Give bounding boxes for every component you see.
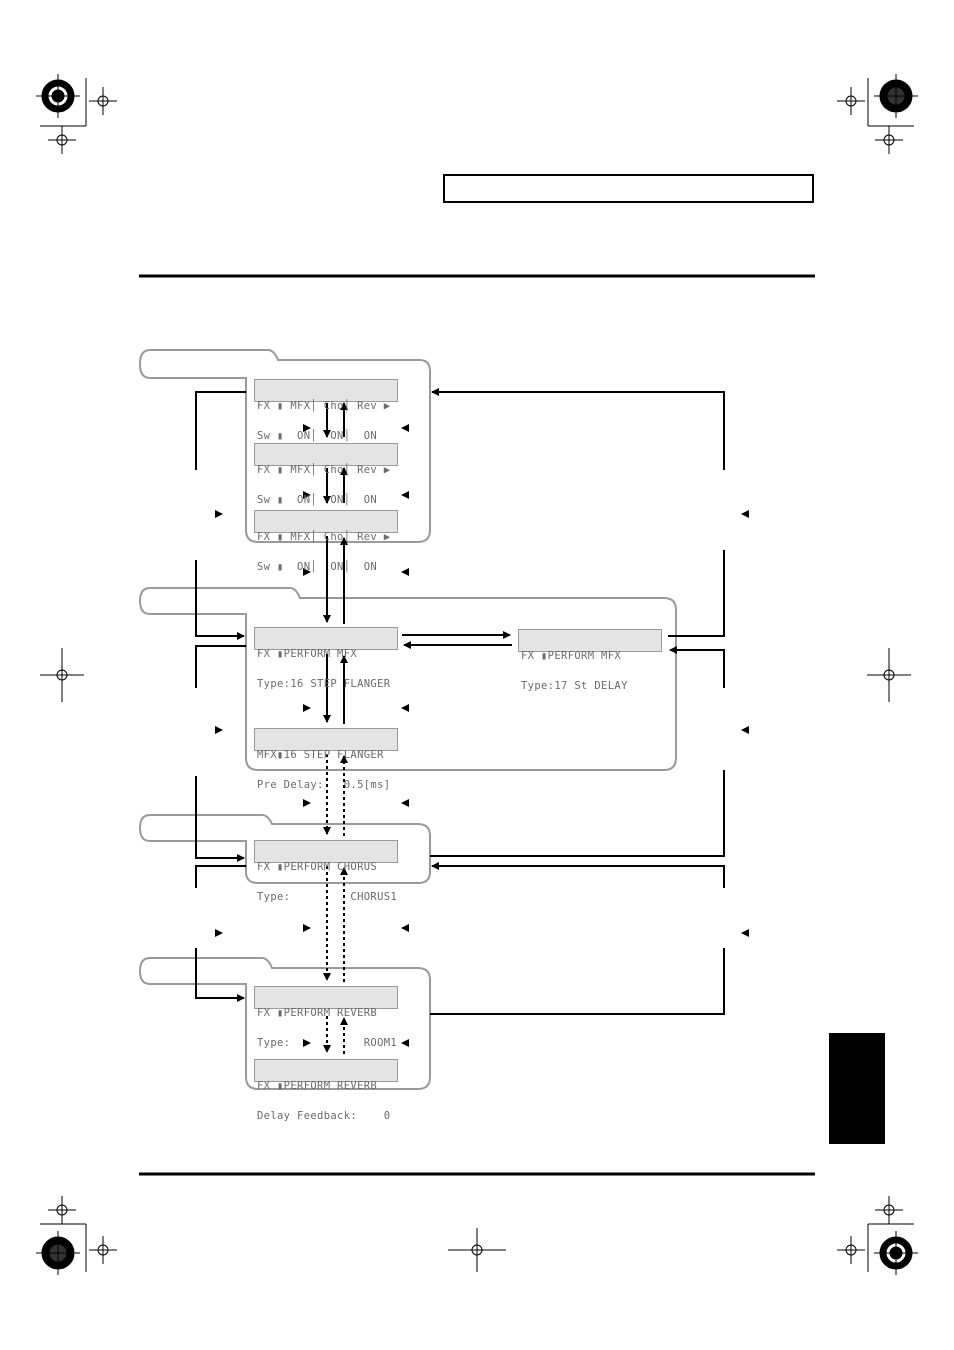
lcd-line: FX ▮ MFX│ Cho│ Rev ▶ bbox=[257, 400, 391, 412]
triangle-left-icon bbox=[401, 491, 409, 499]
triangle-left-icon bbox=[741, 929, 749, 937]
lcd-perform-mfx-alt: FX ▮PERFORM MFX Type:17 St DELAY bbox=[518, 629, 662, 691]
crosshair-icon bbox=[89, 1236, 117, 1264]
lcd-line: Sw ▮ ON│ ON│ ON bbox=[257, 494, 378, 506]
lcd-line: Pre Delay: 0.5[ms] bbox=[257, 779, 391, 791]
triangle-right-icon bbox=[303, 704, 311, 712]
lcd-line: FX ▮PERFORM CHORUS bbox=[257, 861, 378, 873]
group-panels bbox=[138, 349, 677, 1090]
registration-target-icon bbox=[874, 1231, 918, 1275]
lcd-mfx-parameter: MFX▮16 STEP FLANGER Pre Delay: 0.5[ms] bbox=[254, 728, 398, 790]
lcd-line: FX ▮PERFORM MFX bbox=[521, 650, 622, 662]
lcd-line: Type: ROOM1 bbox=[257, 1037, 398, 1049]
lcd-line: Type:16 STEP FLANGER bbox=[257, 678, 391, 690]
triangle-markers bbox=[215, 424, 749, 1047]
triangle-left-icon bbox=[401, 568, 409, 576]
lcd-line: FX ▮ MFX│ Cho│ Rev ▶ bbox=[257, 464, 391, 476]
triangle-left-icon bbox=[401, 704, 409, 712]
lcd-line: FX ▮PERFORM MFX bbox=[257, 648, 358, 660]
crosshair-icon bbox=[448, 1228, 506, 1272]
registration-target-icon bbox=[36, 1231, 80, 1275]
lcd-line: Type:17 St DELAY bbox=[521, 680, 628, 692]
crosshair-icon bbox=[40, 648, 84, 702]
triangle-left-icon bbox=[401, 799, 409, 807]
registration-target-icon bbox=[874, 74, 918, 118]
triangle-right-icon bbox=[215, 510, 223, 518]
nav-arrows bbox=[323, 402, 512, 724]
lcd-perform-chorus: FX ▮PERFORM CHORUS Type: CHORUS1 bbox=[254, 840, 398, 902]
lcd-line: FX ▮PERFORM REVERB bbox=[257, 1080, 378, 1092]
crosshair-icon bbox=[867, 648, 911, 702]
lcd-fx-switch-1: FX ▮ MFX│ Cho│ Rev ▶ Sw ▮ ON│ ON│ ON bbox=[254, 379, 398, 441]
triangle-right-icon bbox=[215, 726, 223, 734]
triangle-right-icon bbox=[303, 424, 311, 432]
crosshair-icon bbox=[48, 126, 76, 154]
lcd-perform-mfx: FX ▮PERFORM MFX Type:16 STEP FLANGER bbox=[254, 627, 398, 689]
triangle-right-icon bbox=[303, 491, 311, 499]
dotted-arrows bbox=[323, 754, 348, 1054]
triangle-left-icon bbox=[741, 726, 749, 734]
crosshair-icon bbox=[837, 1236, 865, 1264]
triangle-right-icon bbox=[303, 924, 311, 932]
triangle-left-icon bbox=[401, 924, 409, 932]
lcd-line: Sw ▮ ON│ ON│ ON bbox=[257, 430, 378, 442]
lcd-line: Type: CHORUS1 bbox=[257, 891, 398, 903]
crosshair-icon bbox=[875, 126, 903, 154]
lcd-fx-switch-3: FX ▮ MFX│ Cho│ Rev ▶ Sw ▮ ON│ ON│ ON bbox=[254, 510, 398, 572]
crosshair-icon bbox=[48, 1196, 76, 1224]
lcd-line: Sw ▮ ON│ ON│ ON bbox=[257, 561, 378, 573]
header-box bbox=[443, 174, 814, 203]
registration-marks bbox=[36, 74, 918, 1275]
triangle-right-icon bbox=[303, 568, 311, 576]
registration-target-icon bbox=[36, 74, 80, 118]
lcd-line: MFX▮16 STEP FLANGER bbox=[257, 749, 384, 761]
crosshair-icon bbox=[875, 1196, 903, 1224]
crosshair-icon bbox=[89, 87, 117, 115]
lcd-perform-reverb: FX ▮PERFORM REVERB Type: ROOM1 bbox=[254, 986, 398, 1048]
lcd-line: Delay Feedback: 0 bbox=[257, 1110, 391, 1122]
crosshair-icon bbox=[837, 87, 865, 115]
side-tab bbox=[829, 1033, 885, 1144]
triangle-left-icon bbox=[401, 1039, 409, 1047]
triangle-right-icon bbox=[303, 799, 311, 807]
left-connectors bbox=[195, 391, 246, 1002]
triangle-right-icon bbox=[303, 1039, 311, 1047]
triangle-right-icon bbox=[215, 929, 223, 937]
triangle-left-icon bbox=[741, 510, 749, 518]
lcd-line: FX ▮PERFORM REVERB bbox=[257, 1007, 378, 1019]
lcd-line: FX ▮ MFX│ Cho│ Rev ▶ bbox=[257, 531, 391, 543]
lcd-reverb-parameter: FX ▮PERFORM REVERB Delay Feedback: 0 bbox=[254, 1059, 398, 1121]
right-connectors bbox=[430, 388, 725, 1015]
triangle-left-icon bbox=[401, 424, 409, 432]
lcd-fx-switch-2: FX ▮ MFX│ Cho│ Rev ▶ Sw ▮ ON│ ON│ ON bbox=[254, 443, 398, 505]
